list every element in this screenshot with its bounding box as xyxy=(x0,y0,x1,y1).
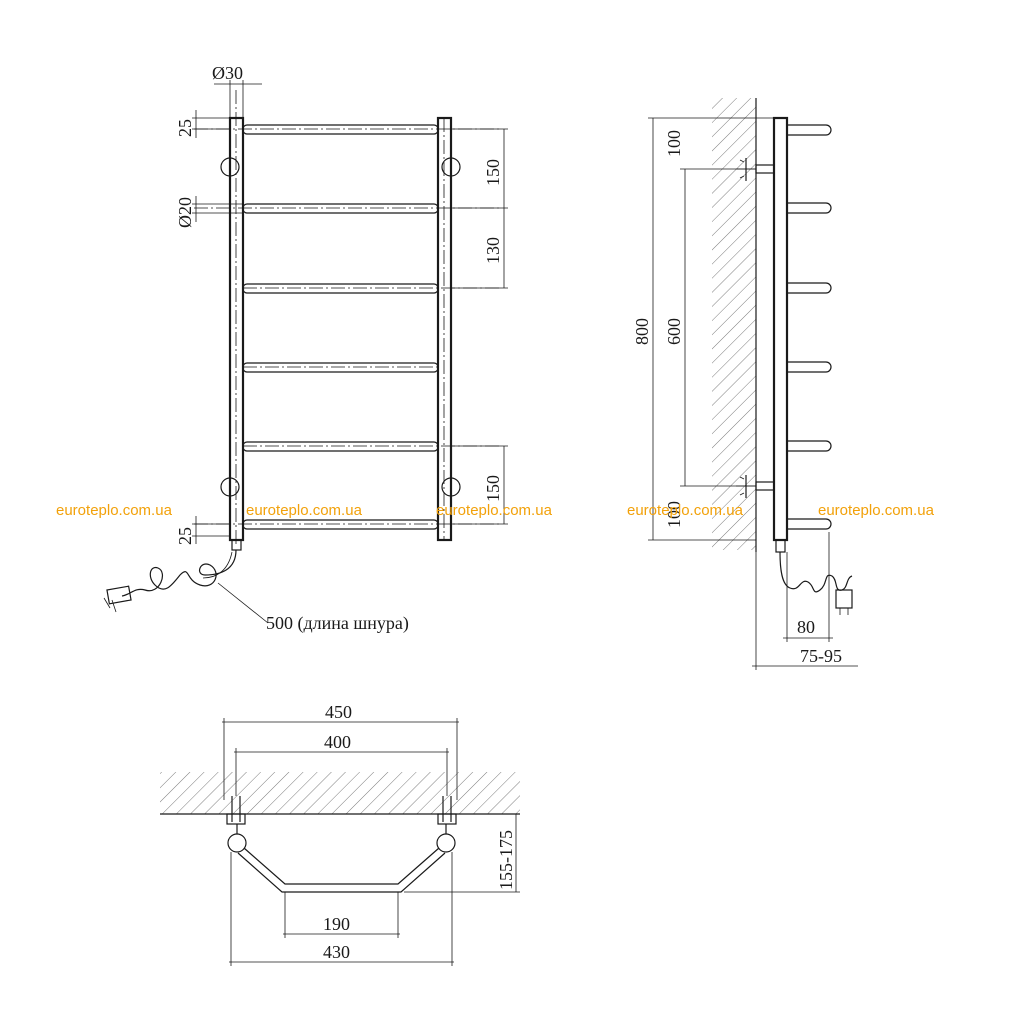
rung xyxy=(194,519,500,530)
heater-connector xyxy=(775,539,786,553)
watermark: euroteplo.com.ua xyxy=(627,502,744,519)
watermark-row: euroteplo.com.ua euroteplo.com.ua eurote… xyxy=(56,502,935,519)
label-cord-length: 500 (длина шнура) xyxy=(266,613,409,634)
front-view: Ø30 25 Ø20 25 xyxy=(103,63,508,634)
label-top-to-mount: 100 xyxy=(664,130,684,157)
watermark: euroteplo.com.ua xyxy=(56,502,173,519)
label-depth-range: 75-95 xyxy=(800,646,842,666)
label-mount-upper: 150 xyxy=(483,159,503,186)
rung xyxy=(242,362,439,373)
label-top-offset: 25 xyxy=(175,119,195,137)
dim-inner-bottom: 190 xyxy=(283,892,400,938)
dim-mid-width: 430 xyxy=(229,852,454,966)
cord-leader: 500 (длина шнура) xyxy=(217,582,409,634)
label-bottom-offset: 25 xyxy=(175,527,195,545)
power-cord xyxy=(103,549,237,613)
dim-right-chain: 150 130 150 xyxy=(451,128,508,525)
label-outer-width: 450 xyxy=(325,702,352,722)
label-wall-offset: 155-175 xyxy=(496,830,516,890)
heater-connector xyxy=(231,539,242,551)
dim-total-height: 800 xyxy=(632,117,774,541)
label-center-width: 400 xyxy=(324,732,351,752)
dim-depth: 80 75-95 xyxy=(752,532,858,670)
wall-mount xyxy=(220,157,461,497)
rung-stubs xyxy=(787,124,832,530)
dim-outer-width: 450 xyxy=(222,702,459,800)
watermark: euroteplo.com.ua xyxy=(818,502,935,519)
label-total-height: 800 xyxy=(632,318,652,345)
dim-top-offset: 25 xyxy=(175,110,230,138)
top-view: 450 400 155-175 190 430 xyxy=(160,702,520,966)
rung xyxy=(242,441,500,452)
plug xyxy=(835,589,853,615)
label-tube-diameter: Ø30 xyxy=(212,63,243,83)
dim-bottom-offset: 25 xyxy=(175,516,230,545)
label-rung-pitch: 130 xyxy=(483,237,503,264)
dim-mount-distance: 600 xyxy=(664,168,756,487)
dim-rung-diameter: Ø20 xyxy=(175,196,243,228)
label-mount-lower: 150 xyxy=(483,475,503,502)
dim-tube-diameter: Ø30 xyxy=(212,63,262,118)
rung xyxy=(242,283,500,294)
label-mid-width: 430 xyxy=(323,942,350,962)
wall-section xyxy=(160,772,520,814)
label-depth-fixed: 80 xyxy=(797,617,815,637)
right-upright xyxy=(436,116,453,542)
power-cord xyxy=(779,551,853,593)
wall-section xyxy=(712,98,756,550)
plug xyxy=(106,585,132,605)
label-mount-distance: 600 xyxy=(664,318,684,345)
wall-mount xyxy=(226,796,457,825)
dim-center-width: 400 xyxy=(234,732,449,796)
side-view: 800 600 100 100 80 75-95 xyxy=(632,98,858,670)
rung xyxy=(194,203,500,214)
rung xyxy=(194,124,500,135)
side-upright xyxy=(772,116,789,542)
label-bottom-to-mount: 100 xyxy=(664,501,684,528)
watermark: euroteplo.com.ua xyxy=(246,502,363,519)
watermark: euroteplo.com.ua xyxy=(436,502,553,519)
label-inner-bottom: 190 xyxy=(323,914,350,934)
label-rung-diameter: Ø20 xyxy=(175,197,195,228)
dim-wall-offset: 155-175 xyxy=(404,813,520,893)
curved-rung xyxy=(227,824,456,893)
